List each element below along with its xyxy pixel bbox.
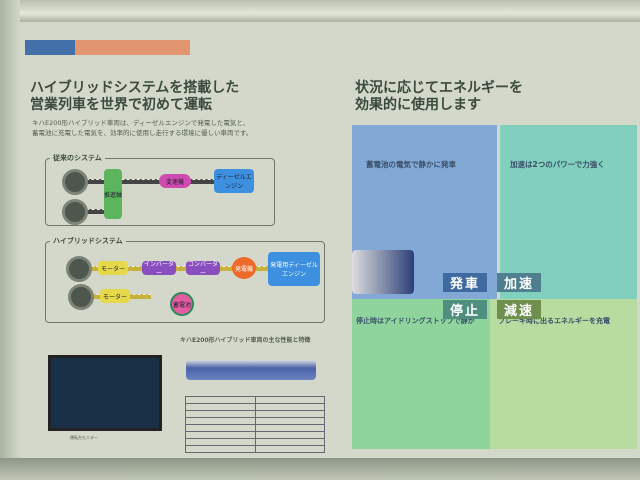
transmission-node: 推進軸 [104,169,122,219]
quadrant-decel-title: ブレーキ時に出るエネルギーを充電 [498,317,610,325]
drive-line [81,209,121,214]
quadrant-stop-title: 停止時はアイドリングストップで静か [356,317,475,325]
frame-top [0,0,640,22]
frame-left [0,0,20,480]
left-title-2: 営業列車を世界で初めて運転 [30,97,212,113]
quadrant-accel: 加速は2つのパワーで力強く [500,125,637,299]
train-illustration [186,360,316,380]
motor-node: モーター [100,289,130,303]
quadrant-start: 蓄電池の電気で静かに発車 [352,125,497,299]
header-bar-orange [75,40,190,55]
motor-node: モーター [98,261,128,275]
conventional-system-diagram: 従来のシステム 推進軸 変速機 ディーゼルエンジン [45,153,275,226]
quadrant-decel: ブレーキ時に出るエネルギーを充電 [490,299,637,449]
desc-2: 蓄電池に充電した電気を、効率的に使用し走行する環境に優しい車両です。 [32,129,253,137]
conventional-label: 従来のシステム [50,153,105,163]
quadrant-accel-title: 加速は2つのパワーで力強く [510,160,605,169]
engine-node: 発電用ディーゼルエンジン [268,252,320,286]
specs-table [185,396,325,453]
frame-bottom [0,458,640,480]
diesel-engine-node: ディーゼルエンジン [214,169,254,193]
gearbox-node: 変速機 [159,174,191,188]
header-bar-blue [25,40,75,55]
poster: ハイブリッドシステムを搭載した 営業列車を世界で初めて運転 キハE200形ハイブ… [20,22,640,458]
desc-1: キハE200形ハイブリッド車両は、ディーゼルエンジンで発電した電気と、 [32,119,250,127]
quadrant-stop: 停止時はアイドリングストップで静か [352,299,490,449]
wheel-icon [62,169,88,195]
converter-node: コンバーター [186,261,220,277]
right-title-1: 状況に応じてエネルギーを [355,80,523,96]
specs-title: キハE200形ハイブリッド車両の主な性能と特徴 [180,337,311,344]
tile-accel: 加速 [497,273,541,292]
wheel-icon [62,199,88,225]
driver-monitor-image [48,355,162,431]
power-line [81,266,281,271]
battery-node: 蓄電池 [170,292,194,316]
generator-node: 発電機 [232,257,256,279]
hybrid-label: ハイブリッドシステム [50,236,126,246]
quadrant-start-title: 蓄電池の電気で静かに発車 [366,160,456,169]
right-title-2: 効果的に使用します [355,97,481,113]
train-photo [352,250,414,294]
tile-decel: 減速 [497,300,541,319]
inverter-node: インバーター [142,261,176,277]
monitor-caption: 運転台モニター [70,435,98,440]
tile-stop: 停止 [443,300,487,319]
wheel-icon [68,284,94,310]
tile-start: 発車 [443,273,487,292]
wheel-icon [66,256,92,282]
left-title-1: ハイブリッドシステムを搭載した [30,80,240,96]
hybrid-system-diagram: ハイブリッドシステム モーター モーター インバーター コンバーター 発電機 発… [45,236,325,323]
